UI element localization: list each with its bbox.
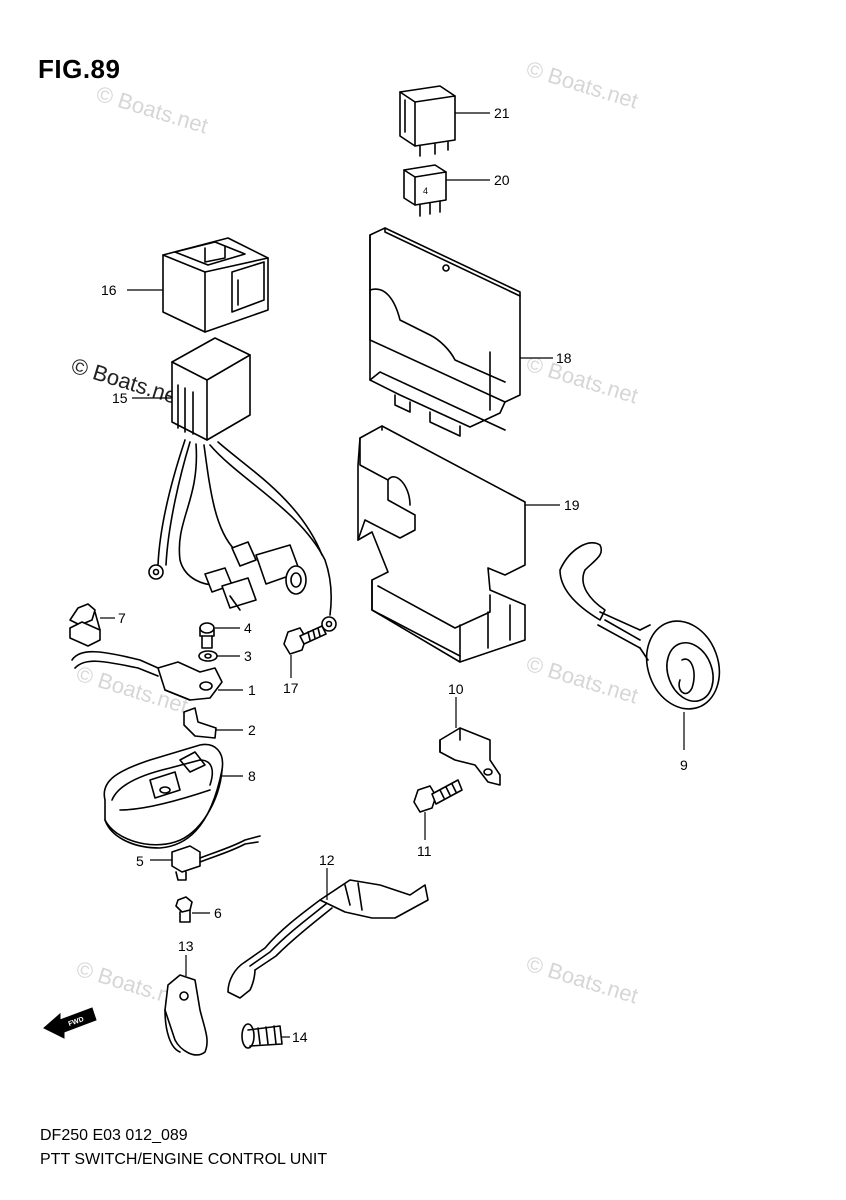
part-8-housing bbox=[103, 743, 224, 849]
part-12-switch-harness bbox=[227, 879, 429, 999]
part-21-relay bbox=[399, 85, 456, 157]
part-15-harness-unit bbox=[148, 337, 337, 632]
callout-12: 12 bbox=[319, 852, 335, 868]
figure-code: DF250 E03 012_089 bbox=[40, 1127, 188, 1144]
callout-13: 13 bbox=[178, 938, 194, 954]
part-11-bolt bbox=[413, 779, 463, 813]
part-4-bolt bbox=[199, 622, 215, 649]
figure-title: FIG.89 bbox=[38, 54, 121, 84]
part-6-bolt bbox=[175, 896, 193, 923]
callout-14: 14 bbox=[292, 1029, 308, 1045]
callout-17: 17 bbox=[283, 680, 299, 696]
part-9-switch bbox=[559, 542, 721, 710]
figure-description: PTT SWITCH/ENGINE CONTROL UNIT bbox=[40, 1151, 328, 1168]
part-10-clamp bbox=[439, 727, 501, 786]
watermark-layer: © Boats.net © Boats.net © Boats.net © Bo… bbox=[69, 56, 642, 1014]
part-5-micro-switch bbox=[171, 835, 261, 881]
callout-11: 11 bbox=[417, 843, 432, 859]
part-14-screw bbox=[241, 1023, 283, 1049]
callout-9: 9 bbox=[680, 757, 688, 773]
callout-8: 8 bbox=[248, 768, 256, 784]
callout-16: 16 bbox=[101, 282, 117, 298]
callout-7: 7 bbox=[118, 610, 126, 626]
callout-2: 2 bbox=[248, 722, 256, 738]
part-18-engine-control-unit bbox=[369, 227, 521, 437]
fwd-arrow: FWD bbox=[43, 1007, 97, 1039]
part-3-washer bbox=[198, 650, 218, 662]
part-2-fitting bbox=[183, 707, 217, 739]
part-13-clip bbox=[164, 974, 208, 1056]
watermark: © Boats.net bbox=[524, 56, 642, 114]
part-7-clip bbox=[69, 603, 101, 647]
callout-labels: 1 2 3 4 5 6 7 8 9 10 11 12 13 14 15 16 1… bbox=[101, 105, 688, 1045]
watermark: © Boats.net bbox=[524, 651, 642, 709]
part-1-ptt-switch bbox=[71, 650, 223, 701]
callout-20: 20 bbox=[494, 172, 510, 188]
callout-10: 10 bbox=[448, 681, 464, 697]
part-20-relay: 4 bbox=[403, 164, 447, 217]
callout-15: 15 bbox=[112, 390, 128, 406]
callout-21: 21 bbox=[494, 105, 510, 121]
part-16-cover bbox=[162, 237, 269, 333]
callout-19: 19 bbox=[564, 497, 580, 513]
svg-text:4: 4 bbox=[423, 186, 428, 196]
callout-4: 4 bbox=[244, 620, 252, 636]
callout-6: 6 bbox=[214, 905, 222, 921]
watermark: © Boats.net bbox=[524, 951, 642, 1009]
callout-1: 1 bbox=[248, 682, 256, 698]
part-19-ecu-holder bbox=[357, 425, 526, 663]
watermark: © Boats.net bbox=[94, 81, 212, 139]
part-17-bolt bbox=[283, 625, 327, 655]
callout-5: 5 bbox=[136, 853, 144, 869]
watermark: © Boats.net bbox=[524, 351, 642, 409]
callout-18: 18 bbox=[556, 350, 572, 366]
callout-3: 3 bbox=[244, 648, 252, 664]
